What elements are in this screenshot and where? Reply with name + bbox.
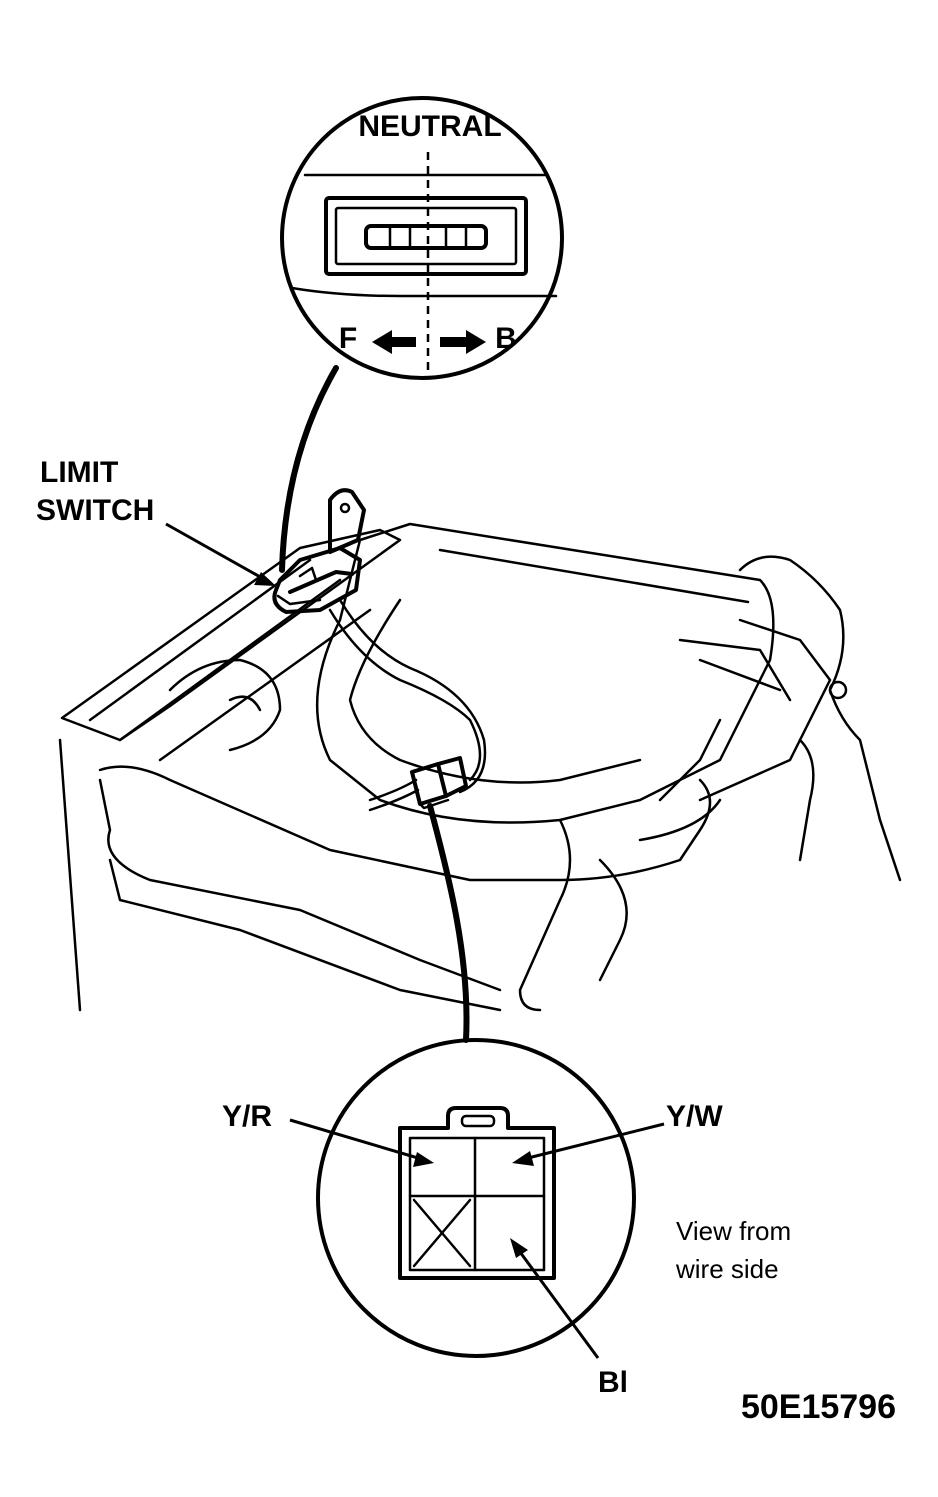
yw-pointer-arrow [512,1122,665,1166]
wire-label-yw: Y/W [666,1100,723,1133]
connector-inset-circle [316,1038,636,1358]
neutral-switch-body [324,196,528,276]
limit-switch-label-line2: SWITCH [36,494,154,527]
forward-label: F [339,322,357,355]
view-note-line2: wire side [675,1254,779,1284]
arrow-left-icon [372,330,416,354]
inset-bottom-line [290,286,558,298]
wire-harness [328,608,482,782]
wire-label-bl: Bl [598,1366,628,1399]
view-note-line1: View from [676,1216,791,1246]
wire-label-yr: Y/R [222,1100,272,1133]
bl-pointer-arrow [510,1238,600,1359]
lower-frame [98,765,712,882]
blank-terminal-x-icon [412,1198,472,1268]
inset-leader-bottom [427,803,470,1043]
neutral-inset-circle [280,96,564,380]
limit-switch-label-line1: LIMIT [40,456,118,489]
neutral-label: NEUTRAL [358,110,501,143]
connector-detail-inset [316,1038,636,1358]
yr-pointer-arrow [289,1118,434,1167]
limit-switch-pointer-arrow [165,522,276,586]
neutral-detail-inset: NEUTRAL F B [280,96,564,380]
inset-leader-top [279,365,339,573]
connector-face [398,1106,556,1280]
figure-code: 50E15796 [741,1388,896,1426]
backward-label: B [495,322,517,355]
seat-assembly-illustration [58,522,902,1012]
right-seat-rail [698,618,832,802]
seat-cushion [315,522,775,824]
arrow-right-icon [440,330,486,354]
seat-connector-part [410,756,468,810]
limit-switch-part [272,488,366,614]
